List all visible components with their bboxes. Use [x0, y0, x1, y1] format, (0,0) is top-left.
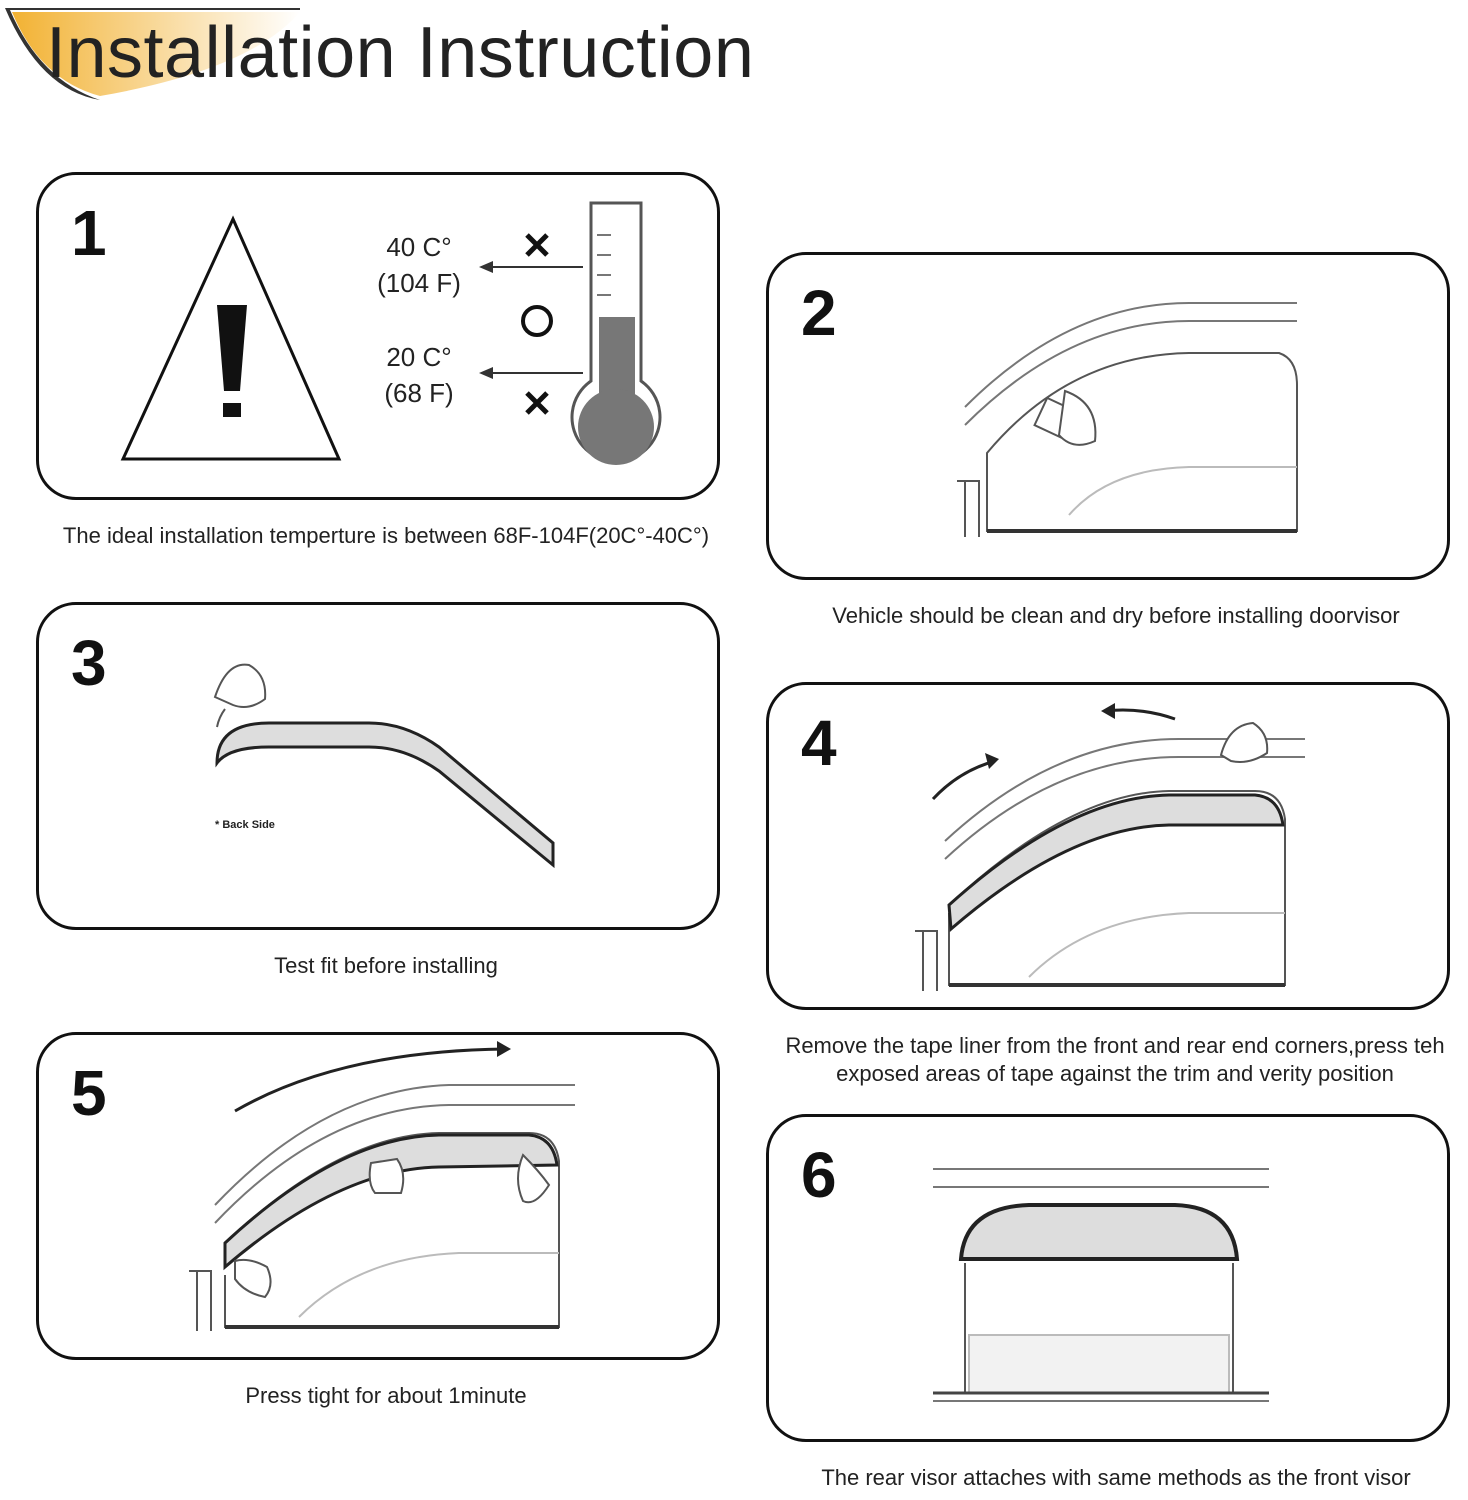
title-swoosh-icon: [5, 8, 300, 100]
step-2-caption: Vehicle should be clean and dry before i…: [832, 603, 1400, 628]
car-door-illustration: [189, 1084, 575, 1331]
visor-illustration: [215, 721, 555, 869]
step-number: 3: [71, 627, 107, 699]
step-3-panel: 3 * Back Side: [36, 602, 720, 930]
visor-illustration: [947, 793, 1285, 933]
step-6-caption: The rear visor attaches with same method…: [821, 1465, 1411, 1490]
step-number: 4: [801, 707, 837, 779]
cross-icon: [525, 233, 549, 415]
step-1-caption: The ideal installation temperture is bet…: [62, 523, 710, 548]
low-temp-label: 20 C° (68 F): [359, 339, 479, 411]
arrow-icon: [234, 1047, 506, 1113]
low-temp-c: 20 C°: [386, 342, 452, 372]
step-4-caption-line-1: Remove the tape liner from the front and…: [785, 1033, 1445, 1058]
hand-icon: [234, 1153, 551, 1299]
step-5-panel: 5: [36, 1032, 720, 1360]
rear-door-illustration: [933, 1168, 1269, 1402]
step-4-caption-line-2: exposed areas of tape against the trim a…: [836, 1061, 1394, 1086]
step-number: 5: [71, 1057, 107, 1129]
hand-cloth-icon: [1033, 389, 1097, 446]
hand-icon: [1219, 721, 1269, 763]
step-6-panel: 6: [766, 1114, 1450, 1442]
high-temp-label: 40 C° (104 F): [359, 229, 479, 301]
arrow-head-icon: [497, 1041, 511, 1057]
hand-icon: [213, 663, 267, 728]
step-5-caption: Press tight for about 1minute: [245, 1383, 527, 1408]
step-number: 6: [801, 1139, 837, 1211]
car-door-illustration: [915, 738, 1305, 991]
step-4-panel: 4: [766, 682, 1450, 1010]
visor-illustration: [223, 1133, 559, 1271]
step-number: 1: [71, 197, 107, 269]
step-1-panel: 1 40 C° (104 F) 20 C° (68 F): [36, 172, 720, 500]
warning-icon: [120, 215, 342, 461]
circle-icon: [521, 305, 553, 337]
step-3-caption: Test fit before installing: [274, 953, 498, 978]
high-temp-c: 40 C°: [386, 232, 452, 262]
back-side-note: * Back Side: [215, 819, 275, 831]
high-temp-f: (104 F): [377, 268, 461, 298]
arrow-head-icon: [985, 753, 999, 769]
arrow-left-icon: [479, 261, 583, 379]
car-door-illustration: [957, 302, 1298, 537]
page-title: Installation Instruction: [46, 13, 755, 93]
title-banner: Installation Instruction: [0, 0, 760, 110]
arrow-icon: [931, 708, 1176, 801]
arrow-head-icon: [1101, 703, 1115, 719]
low-temp-f: (68 F): [384, 378, 454, 408]
step-4-caption: Remove the tape liner from the front and…: [760, 1032, 1468, 1088]
step-number: 2: [801, 277, 837, 349]
visor-illustration: [958, 1203, 1240, 1261]
step-2-panel: 2: [766, 252, 1450, 580]
thermometer-icon: [570, 201, 662, 465]
